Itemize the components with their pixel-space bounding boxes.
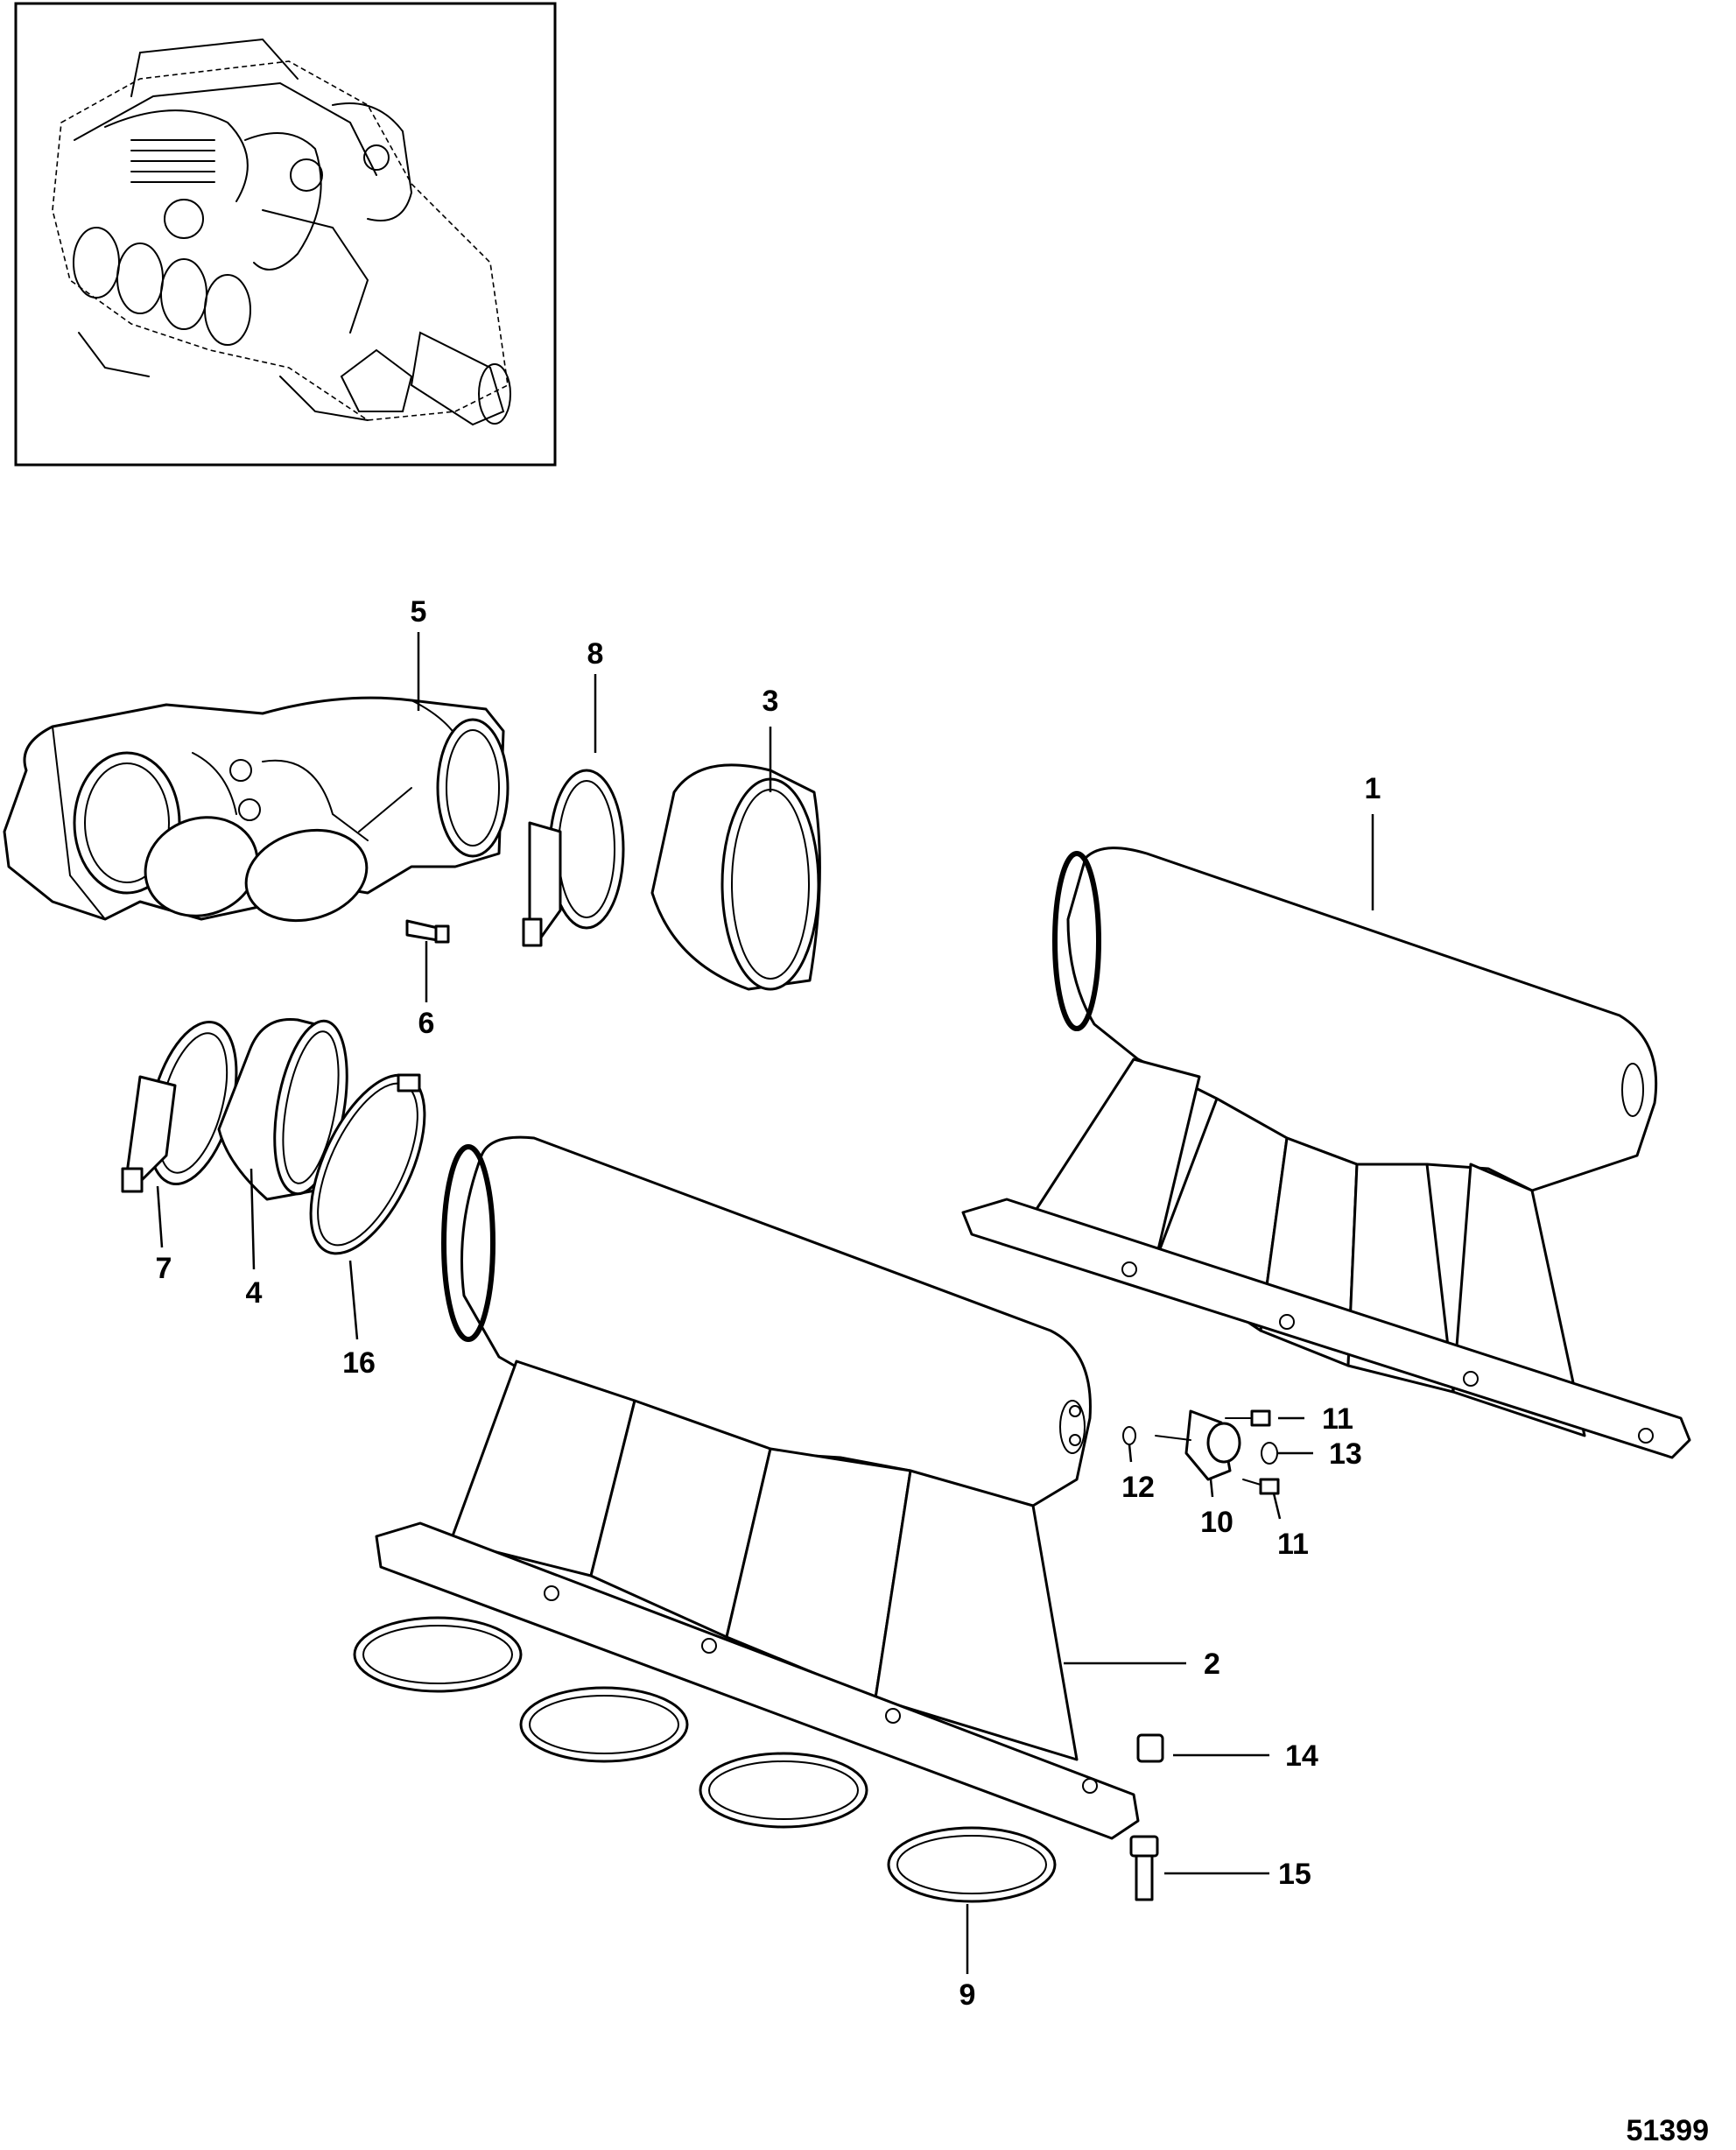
part-6-fitting xyxy=(405,919,450,944)
part-8-clamp xyxy=(522,769,625,947)
callout-1: 1 xyxy=(1365,772,1381,805)
part-9-gaskets xyxy=(353,1616,1057,1903)
callout-12: 12 xyxy=(1121,1471,1155,1504)
part-11-screw-upper xyxy=(1225,1409,1271,1427)
part-2-intake-manifold-lower xyxy=(375,1135,1140,1840)
engine-overview-illustration xyxy=(52,38,511,426)
callout-5: 5 xyxy=(411,595,427,629)
callout-6: 6 xyxy=(418,1007,435,1040)
callout-8: 8 xyxy=(587,637,604,671)
callout-16: 16 xyxy=(342,1346,376,1380)
callout-labels: 1 2 3 4 5 6 7 8 9 10 11 11 12 13 14 15 1… xyxy=(156,595,1381,2012)
callout-7: 7 xyxy=(156,1252,172,1285)
figure-number: 51399 xyxy=(1626,2114,1709,2147)
callout-3: 3 xyxy=(763,685,779,718)
part-16-hose-clamp xyxy=(309,1073,426,1255)
callout-15: 15 xyxy=(1278,1858,1311,1891)
part-13-o-ring xyxy=(1261,1442,1278,1465)
callout-11b: 11 xyxy=(1277,1528,1309,1561)
callout-13: 13 xyxy=(1329,1437,1362,1471)
callout-14: 14 xyxy=(1285,1739,1318,1773)
part-12-o-ring xyxy=(1122,1426,1136,1445)
callout-11a: 11 xyxy=(1322,1402,1353,1436)
locator-inset xyxy=(14,2,557,467)
part-14-plug xyxy=(1136,1733,1164,1763)
callout-4: 4 xyxy=(246,1276,263,1310)
part-5-plenum-housing xyxy=(3,696,510,923)
part-15-bolt xyxy=(1129,1835,1159,1901)
callout-9: 9 xyxy=(959,1978,976,2012)
part-11-screw-lower xyxy=(1242,1478,1280,1495)
part-1-intake-manifold-upper xyxy=(961,847,1691,1459)
callout-10: 10 xyxy=(1200,1506,1233,1539)
leader-lines xyxy=(156,632,1374,1974)
part-3-sleeve xyxy=(650,763,821,991)
callout-2: 2 xyxy=(1204,1648,1220,1681)
part-7-clamp xyxy=(121,1021,238,1193)
part-10-sensor xyxy=(1155,1409,1241,1481)
